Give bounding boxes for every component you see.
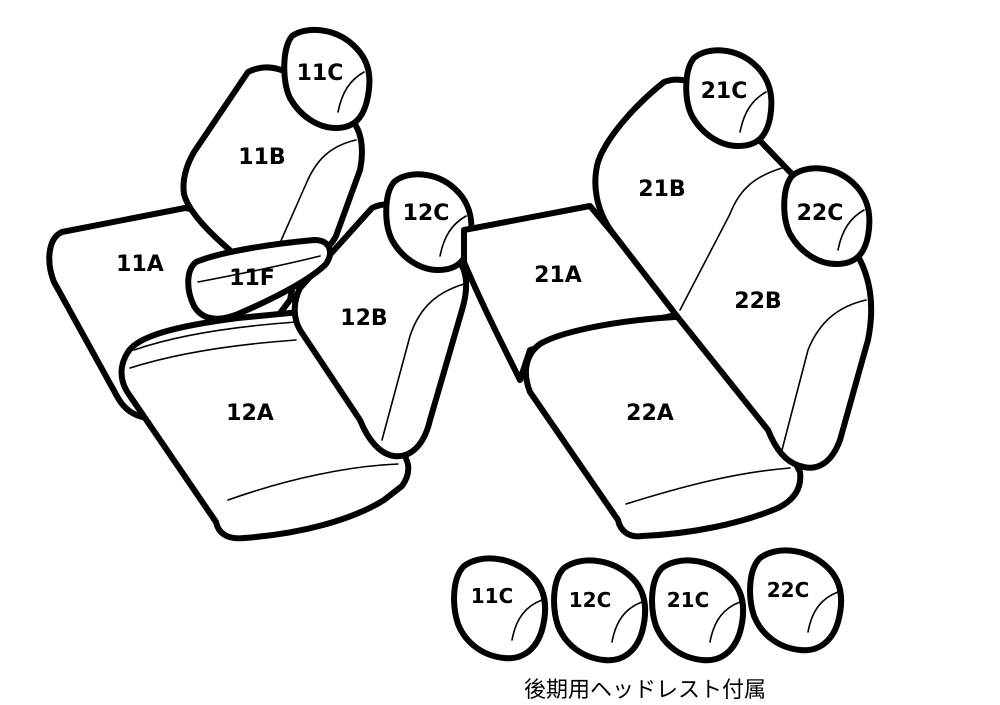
seat-rear-group [461, 47, 875, 540]
spare-label-12c: 12C [569, 588, 612, 612]
spare-label-11c: 11C [471, 584, 514, 608]
seat-22a-cushion [522, 313, 804, 540]
spare-label-22c: 22C [767, 578, 810, 602]
label-22c: 22C [797, 201, 844, 226]
label-11f: 11F [229, 266, 275, 291]
spare-headrest-11c [451, 555, 549, 662]
label-12c: 12C [403, 201, 450, 226]
label-21b: 21B [638, 177, 685, 202]
seat-22a-bottom-edge [625, 467, 791, 505]
label-22b: 22B [734, 289, 781, 314]
seat-11b-inner-line [275, 139, 357, 253]
seat-12c-inner-line [439, 215, 467, 257]
seat-11c-headrest [281, 26, 373, 131]
seat-22b-inner-line [781, 299, 867, 451]
label-22a: 22A [626, 401, 674, 426]
seat-12a-bottom-edge [227, 463, 399, 501]
label-11c: 11C [297, 61, 344, 86]
label-12a: 12A [226, 401, 274, 426]
spare-headrests-row [451, 547, 845, 664]
seat-21b-22b-divider [679, 167, 783, 311]
label-12b: 12B [340, 306, 387, 331]
label-21a: 21A [534, 263, 582, 288]
seat-12a-front-edge-2 [129, 339, 297, 369]
seat-12a-front-edge [133, 321, 297, 351]
seat-11f-armrest [185, 237, 333, 322]
spare-headrest-12c [551, 557, 649, 664]
spare-label-21c: 21C [667, 588, 710, 612]
seat-21c-inner-line [739, 91, 767, 133]
spare-headrest-21c [649, 557, 747, 664]
label-21c: 21C [701, 79, 748, 104]
seat-11f-inner-line [197, 255, 321, 283]
seat-12b-inner-line [381, 283, 465, 441]
caption-text: 後期用ヘッドレスト付属 [523, 678, 766, 703]
seat-22c-inner-line [837, 209, 865, 251]
label-11b: 11B [238, 145, 285, 170]
seat-12-group [118, 171, 475, 542]
seat-11c-inner-line [337, 71, 365, 113]
seat-21c-headrest [683, 47, 775, 149]
seat-22c-headrest [781, 165, 873, 267]
spare-headrest-22c [747, 547, 845, 654]
label-11a: 11A [116, 252, 164, 277]
